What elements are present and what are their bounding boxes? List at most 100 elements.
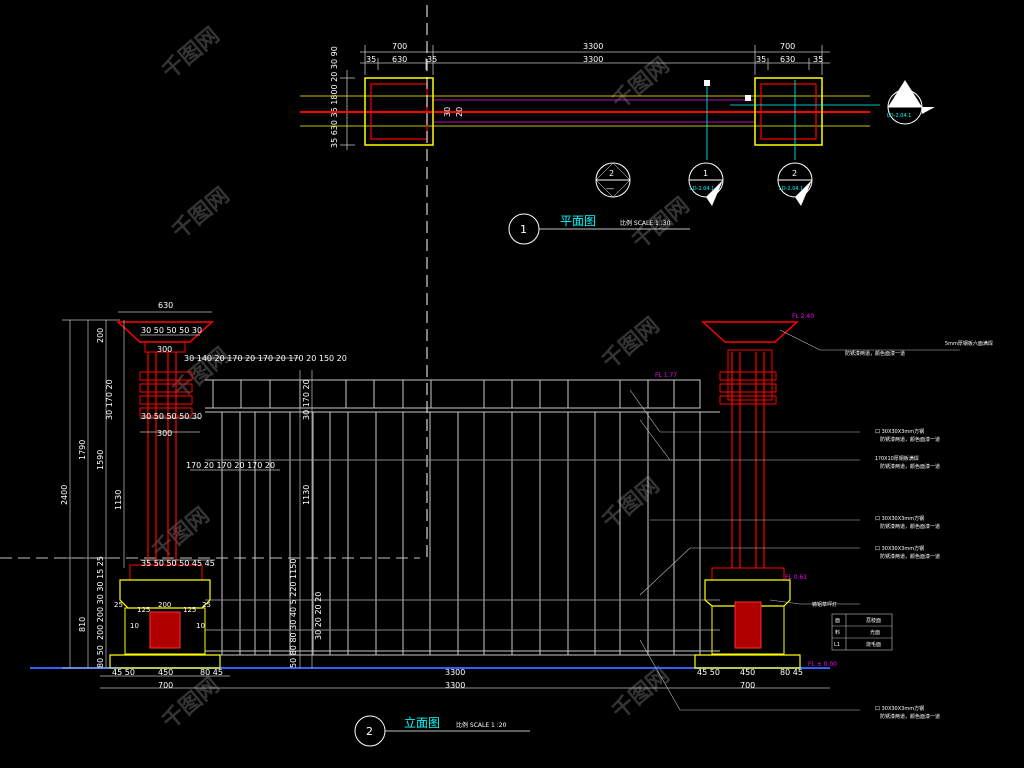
- elev-base-small: 10: [196, 622, 205, 630]
- elev-rail-vert: 30 20 20 20: [314, 592, 323, 640]
- elev-base-dim: 45 50: [112, 668, 135, 677]
- elev-base-small: 10: [130, 622, 139, 630]
- watermark: 千图网: [598, 313, 665, 375]
- elev-note: 防锈漆两道，颜色面漆一道: [880, 436, 940, 443]
- section-marker: 2 —: [595, 162, 631, 198]
- elev-base-small: 25: [202, 601, 211, 609]
- marker-ref: LD-2.04.1: [779, 186, 803, 192]
- watermark: 千图网: [168, 183, 235, 245]
- watermarks: 千图网 千图网 千图网 千图网 千图网 千图网 千图网 千图网 千图网 千图网: [148, 23, 695, 735]
- elev-note: 防锈漆两道，颜色面漆一道: [845, 350, 905, 357]
- elev-base-dim2: 700: [158, 681, 173, 690]
- material-legend: [831, 613, 893, 651]
- elev-base-small: 125: [137, 606, 150, 614]
- elev-left-vert: 200 200 30 30 15 25: [96, 556, 105, 640]
- marker-ref: LD-2.04.1: [887, 113, 911, 119]
- elev-left-vert: 810: [78, 617, 87, 632]
- elev-post-dim: 30 50 50 50 30: [141, 326, 202, 335]
- elev-scale: 比例 SCALE 1 :20: [456, 721, 507, 729]
- elev-rail-vert: 1130: [302, 485, 311, 505]
- elev-note: 口 30X30X3mm方钢: [875, 545, 924, 552]
- section-marker: 1 LD-2.04.1: [688, 162, 724, 206]
- elev-note: 5mm厚钢板六面满焊: [945, 340, 993, 347]
- elev-base-dim2: 3300: [445, 681, 465, 690]
- plan-dim-sub: 35: [813, 55, 823, 64]
- elev-note: 防锈漆两道，颜色面漆一道: [880, 463, 940, 470]
- elev-post-dim: 35 50 50 50 45 45: [141, 559, 215, 568]
- elev-rail-dim: 30 140 20 170 20 170 20 170 20 150 20: [184, 354, 347, 363]
- elev-number: 2: [366, 725, 373, 738]
- watermark: 千图网: [598, 473, 665, 535]
- elev-base-dim: 3300: [445, 668, 465, 677]
- elev-left-vert: 1790: [78, 440, 87, 460]
- elev-left-vert: 2400: [60, 485, 69, 505]
- elev-note: 铸铝草坪灯: [812, 601, 837, 608]
- plan-dim-top: 700: [780, 42, 795, 51]
- elev-post-dim: 30 50 50 50 30: [141, 412, 202, 421]
- elev-post-vert: 30 170 20: [105, 379, 114, 420]
- watermark: 千图网: [148, 503, 215, 565]
- legend-key: L1: [834, 642, 840, 648]
- watermark: 千图网: [158, 23, 225, 85]
- plan-scale: 比例 SCALE 1 :30: [620, 219, 671, 227]
- elev-note: 口 30X30X3mm方钢: [875, 428, 924, 435]
- section-marker: 2 LD-2.04.1: [777, 162, 813, 206]
- marker-number: 2: [792, 169, 797, 178]
- elev-base-small: 125: [183, 606, 196, 614]
- elev-post-dim: 300: [157, 345, 172, 354]
- section-marker: 3 LD-2.04.1: [887, 80, 935, 125]
- marker-number: 2: [609, 169, 614, 178]
- elev-note: 防锈漆两道，颜色面漆一道: [880, 523, 940, 530]
- elev-base-dim: 80 45: [200, 668, 223, 677]
- fence-panel: [205, 379, 720, 656]
- legend-key: 料: [835, 629, 840, 636]
- elev-note: 1?0X10厚钢板满焊: [875, 455, 919, 462]
- elev-rail-vert: 50 80 80 30 40 5 220 1150: [289, 559, 298, 668]
- elev-rail-vert: 30 170 20: [302, 379, 311, 420]
- elev-base-dim: 450: [740, 668, 755, 677]
- plan-dim-sub: 35: [756, 55, 766, 64]
- plan-dim-top: 3300: [583, 42, 603, 51]
- legend-value: 烧毛面: [866, 641, 881, 648]
- elevation-view: 630 2400 1790 1590 1130 810 200 200 200 …: [0, 301, 993, 747]
- plan-dim-left: 35 630 35 1800 20 30 90: [330, 46, 339, 148]
- plan-dim-sub: 3300: [583, 55, 603, 64]
- right-post: [694, 321, 801, 669]
- elev-left-vert: 1590: [96, 450, 105, 470]
- elev-note: 防锈漆两道，颜色面漆一道: [880, 553, 940, 560]
- watermark: 千图网: [608, 53, 675, 115]
- plan-inner-dim: 30: [443, 107, 452, 117]
- elev-post-dim: 300: [157, 429, 172, 438]
- legend-value: 光面: [870, 629, 880, 636]
- elev-note: 口 30X30X3mm方钢: [875, 515, 924, 522]
- plan-inner-dim: 20: [455, 107, 464, 117]
- marker-number: 1: [703, 169, 708, 178]
- plan-dim-sub: 630: [780, 55, 795, 64]
- elev-title: 立面图: [404, 715, 440, 730]
- elev-left-vert: 80 50: [96, 645, 105, 668]
- level-mark: FL 2.40: [792, 313, 814, 320]
- fence-bars: [205, 412, 720, 655]
- plan-dim-sub: 35: [427, 55, 437, 64]
- plan-dim-sub: 35: [366, 55, 376, 64]
- plan-number: 1: [520, 223, 527, 236]
- elev-top-width: 630: [158, 301, 173, 310]
- level-mark: FL 1.77: [655, 372, 677, 379]
- level-mark: FL ± 0.00: [808, 661, 837, 668]
- elev-base-small: 25: [114, 601, 123, 609]
- elev-base-small: 200: [158, 601, 171, 609]
- elev-left-vert: 1130: [114, 490, 123, 510]
- legend-key: 面: [835, 618, 840, 624]
- level-mark: FL 0.61: [785, 574, 807, 581]
- marker-ref: LD-2.04.1: [690, 186, 714, 192]
- watermark: 千图网: [608, 663, 675, 725]
- plan-dim-top: 700: [392, 42, 407, 51]
- marker-ref: —: [606, 184, 614, 193]
- elev-base-dim: 450: [158, 668, 173, 677]
- elev-note: 防锈漆两道，颜色面漆一道: [880, 713, 940, 720]
- elev-left-vert: 200: [96, 328, 105, 343]
- legend-value: 荔枝面: [866, 617, 881, 624]
- elev-note: 口 30X30X3mm方钢: [875, 705, 924, 712]
- elev-base-dim: 80 45: [780, 668, 803, 677]
